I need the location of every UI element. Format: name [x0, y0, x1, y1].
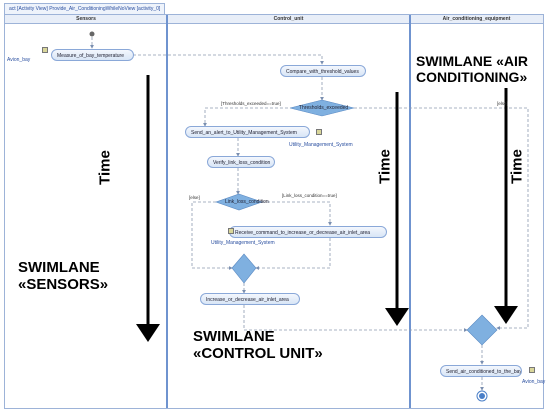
guard-thresholds-true: [Thresholds_exceeded==true]: [221, 101, 281, 106]
pin-icon: [228, 228, 234, 234]
time-label-air-conditioning: Time: [508, 149, 526, 184]
lane-control-unit: Control_unit: [167, 15, 410, 408]
lane-sensors: Sensors: [5, 15, 167, 408]
decision-thresholds-label: Thresholds_exceeded: [299, 105, 349, 111]
initial-node: [89, 31, 95, 37]
pin-label-avion-bay: Avion_bay: [7, 57, 31, 63]
pin-label-ums: Utility_Management_System: [211, 240, 275, 246]
pin-icon: [529, 367, 535, 373]
guard-else: [else]: [497, 101, 508, 106]
time-label-control-unit: Time: [376, 149, 394, 184]
action-send-air-conditioned[interactable]: Send_air_conditioned_to_the_bay: [440, 365, 522, 377]
merge-node-air: [466, 314, 498, 346]
annotation-swimlane-control-unit: SWIMLANE «CONTROL UNIT»: [193, 328, 323, 363]
action-increase-decrease-air-inlet[interactable]: Increase_or_decrease_air_inlet_area: [200, 293, 300, 305]
activity-diagram-frame: Sensors Control_unit Air_conditioning_eq…: [4, 14, 544, 409]
lane-header-sensors: Sensors: [5, 15, 167, 24]
lane-divider: [166, 15, 168, 408]
pin-label-ums: Utility_Management_System: [289, 142, 353, 148]
action-compare-thresholds[interactable]: Compare_with_threshold_values: [280, 65, 366, 77]
time-label-sensors: Time: [96, 150, 114, 185]
lane-header-air-conditioning: Air_conditioning_equipment: [410, 15, 543, 24]
action-measure-bay-temperature[interactable]: Measure_of_bay_temperature: [51, 49, 134, 61]
merge-node-control: [231, 253, 257, 284]
annotation-swimlane-sensors: SWIMLANE «SENSORS»: [18, 259, 109, 294]
action-send-alert[interactable]: Send_an_alert_to_Utility_Management_Syst…: [185, 126, 310, 138]
decision-link-loss-label: Link_loss_condition: [225, 199, 269, 205]
guard-else: [else]: [189, 195, 200, 200]
lane-divider: [409, 15, 411, 408]
action-verify-link-loss[interactable]: Verify_link_loss_condition: [207, 156, 275, 168]
annotation-swimlane-ac: SWIMLANE «AIR CONDITIONING»: [416, 53, 528, 86]
pin-icon: [42, 47, 48, 53]
decision-thresholds-shape: [289, 99, 355, 117]
action-receive-command[interactable]: Receive_command_to_increase_or_decrease_…: [229, 226, 387, 238]
decision-link-loss-shape: [215, 193, 263, 211]
lane-air-conditioning: Air_conditioning_equipment: [410, 15, 543, 408]
pin-label-avion-bay: Avion_bay: [522, 379, 546, 385]
lane-header-control-unit: Control_unit: [167, 15, 410, 24]
diagram-tab[interactable]: act [Activity View] Provide_Air_Conditio…: [4, 3, 166, 15]
guard-link-loss-true: [Link_loss_condition==true]: [282, 193, 337, 198]
pin-icon: [316, 129, 322, 135]
